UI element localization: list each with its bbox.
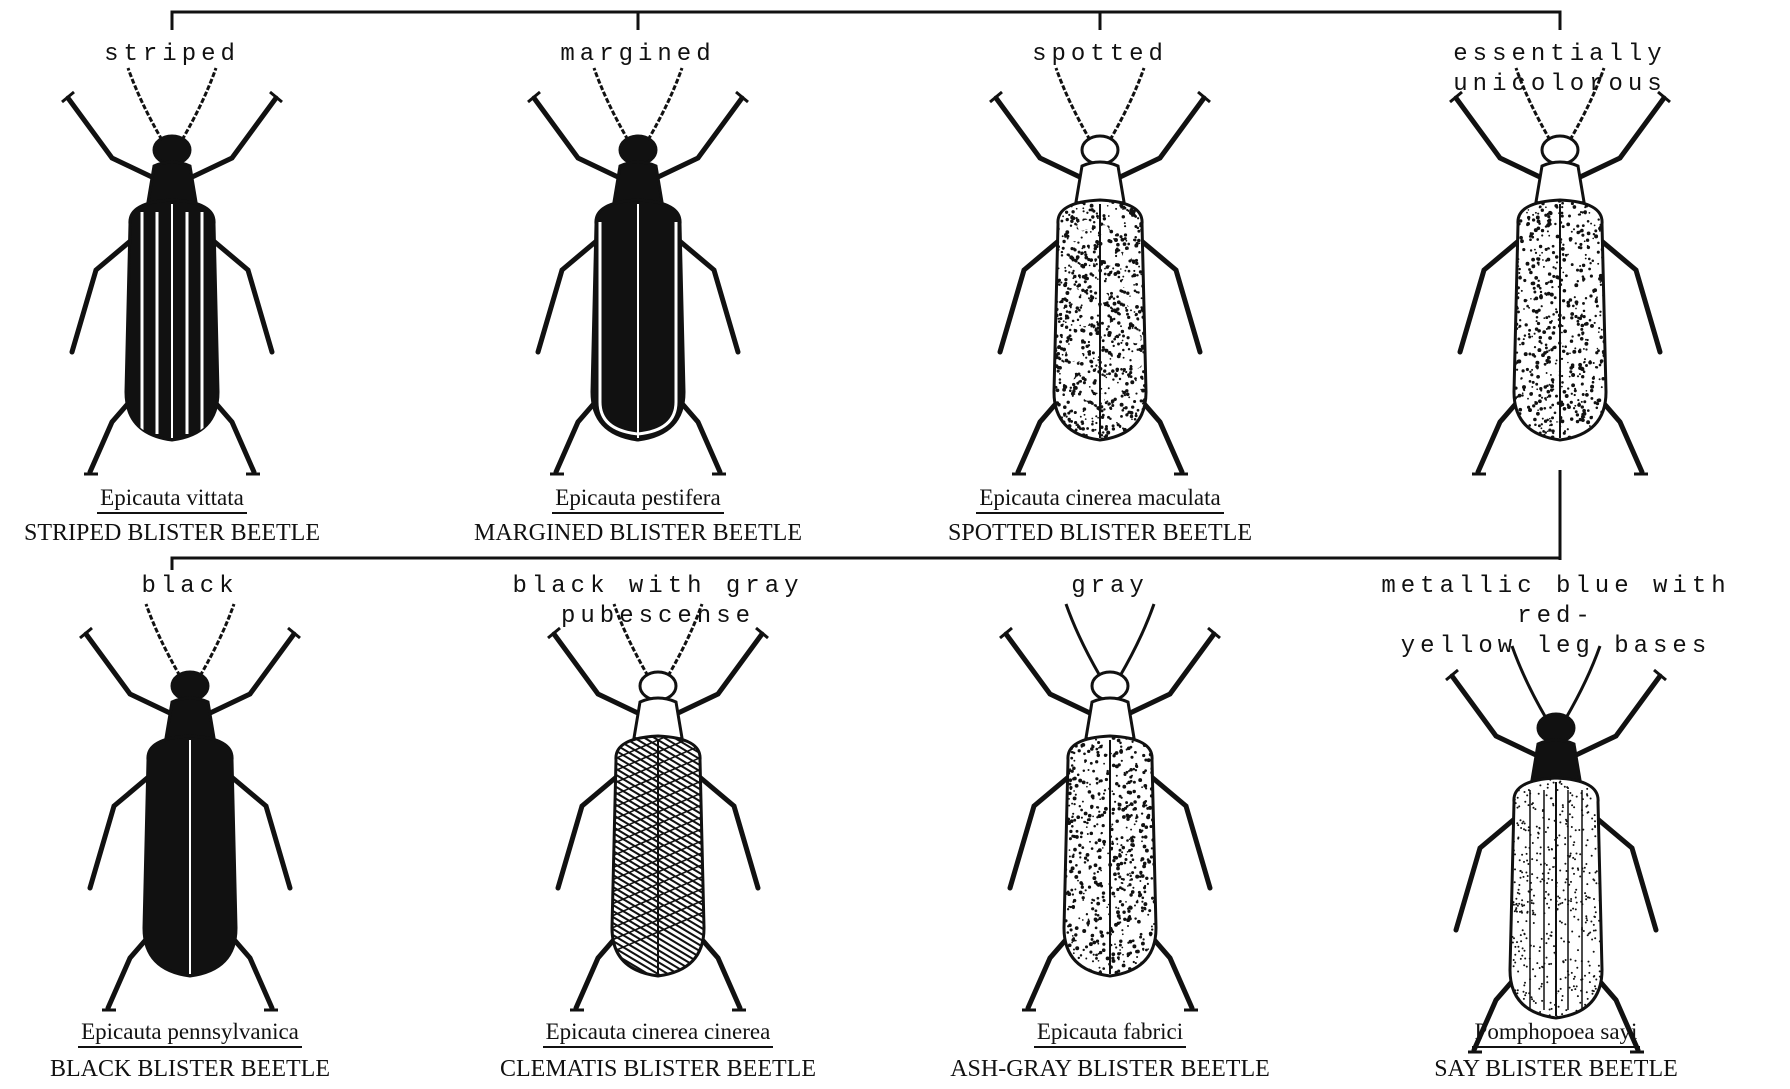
beetle-illustration-striped bbox=[42, 62, 302, 482]
common-name: SPOTTED BLISTER BEETLE bbox=[880, 518, 1320, 548]
beetle-illustration-gray bbox=[980, 598, 1240, 1018]
beetle-illustration-unicolorous bbox=[1430, 62, 1690, 482]
scientific-name: Epicauta fabrici bbox=[890, 1018, 1330, 1046]
head bbox=[1092, 672, 1128, 700]
beetle-illustration-spotted bbox=[970, 62, 1230, 482]
beetle-illustration-margined bbox=[508, 62, 768, 482]
head bbox=[640, 672, 676, 700]
beetle-illustration-hatched bbox=[528, 598, 788, 1018]
antennae bbox=[1066, 604, 1154, 676]
scientific-name: Epicauta vittata bbox=[0, 484, 392, 512]
common-name: SAY BLISTER BEETLE bbox=[1336, 1054, 1776, 1084]
common-name: MARGINED BLISTER BEETLE bbox=[418, 518, 858, 548]
top-branch-line bbox=[172, 12, 1560, 30]
head bbox=[620, 136, 656, 164]
antennae bbox=[1512, 646, 1600, 718]
head bbox=[172, 672, 208, 700]
beetle-illustration-black bbox=[60, 598, 320, 1018]
antennae bbox=[614, 604, 702, 676]
scientific-name: Epicauta pestifera bbox=[418, 484, 858, 512]
scientific-name: Pomphopoea sayi bbox=[1336, 1018, 1776, 1046]
scientific-name: Epicauta cinerea maculata bbox=[880, 484, 1320, 512]
scientific-name: Epicauta pennsylvanica bbox=[0, 1018, 410, 1046]
common-name: CLEMATIS BLISTER BEETLE bbox=[438, 1054, 878, 1084]
head bbox=[154, 136, 190, 164]
head bbox=[1082, 136, 1118, 164]
head bbox=[1538, 714, 1574, 742]
bottom-branch-line bbox=[172, 558, 1560, 570]
common-name: BLACK BLISTER BEETLE bbox=[0, 1054, 410, 1084]
head bbox=[1542, 136, 1578, 164]
common-name: ASH-GRAY BLISTER BEETLE bbox=[890, 1054, 1330, 1084]
antennae bbox=[594, 68, 682, 140]
antennae bbox=[1056, 68, 1144, 140]
antennae bbox=[128, 68, 216, 140]
antennae bbox=[146, 604, 234, 676]
antennae bbox=[1516, 68, 1604, 140]
beetle-illustration-metallic bbox=[1426, 640, 1686, 1060]
scientific-name: Epicauta cinerea cinerea bbox=[438, 1018, 878, 1046]
common-name: STRIPED BLISTER BEETLE bbox=[0, 518, 392, 548]
